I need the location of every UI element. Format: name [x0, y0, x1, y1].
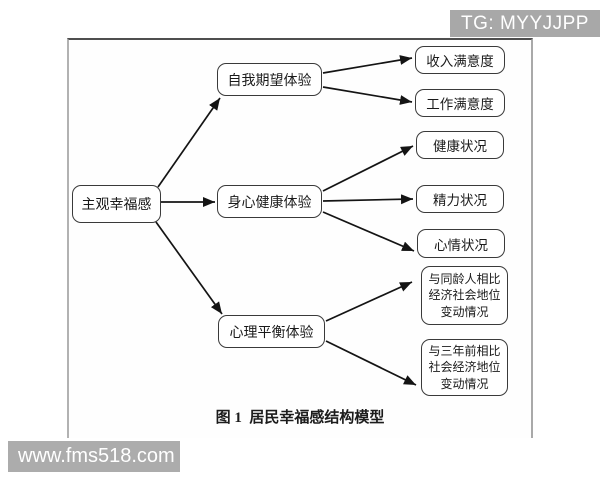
node-label: 心理平衡体验	[229, 325, 314, 341]
node-job-satisfaction: 工作满意度	[415, 89, 505, 117]
node-three-year-comparison-status-change: 与三年前相比 社会经济地位 变动情况	[421, 339, 508, 396]
node-label-line: 变动情况	[440, 304, 489, 319]
node-self-expectation-experience: 自我期望体验	[217, 63, 322, 96]
node-health-status: 健康状况	[416, 131, 504, 159]
node-label: 精力状况	[433, 193, 487, 208]
node-peer-comparison-status-change: 与同龄人相比 经济社会地位 变动情况	[421, 266, 508, 325]
node-label-line: 与同龄人相比	[428, 272, 501, 287]
node-label-line: 与三年前相比	[428, 344, 501, 359]
node-label: 工作满意度	[426, 97, 494, 112]
node-label: 心情状况	[434, 237, 488, 253]
node-income-satisfaction: 收入满意度	[415, 46, 505, 74]
node-label: 身心健康体验	[227, 195, 312, 211]
tg-watermark-badge: TG: MYYJJPP	[450, 10, 600, 37]
figure-caption: 图 1 居民幸福感结构模型	[215, 410, 385, 426]
node-label: 健康状况	[433, 139, 487, 154]
node-subjective-wellbeing: 主观幸福感	[72, 185, 161, 223]
node-psychological-balance-experience: 心理平衡体验	[218, 315, 325, 348]
node-energy-status: 精力状况	[416, 185, 504, 213]
node-label-line: 社会经济地位	[428, 360, 501, 375]
node-body-mind-health-experience: 身心健康体验	[217, 185, 322, 218]
node-label-line: 经济社会地位	[428, 288, 501, 303]
node-label-line: 变动情况	[440, 376, 489, 391]
node-mood-status: 心情状况	[417, 229, 505, 258]
node-label: 自我期望体验	[227, 73, 312, 89]
site-watermark: www.fms518.com	[8, 441, 180, 472]
node-label: 收入满意度	[426, 54, 494, 69]
node-label: 主观幸福感	[81, 198, 152, 213]
